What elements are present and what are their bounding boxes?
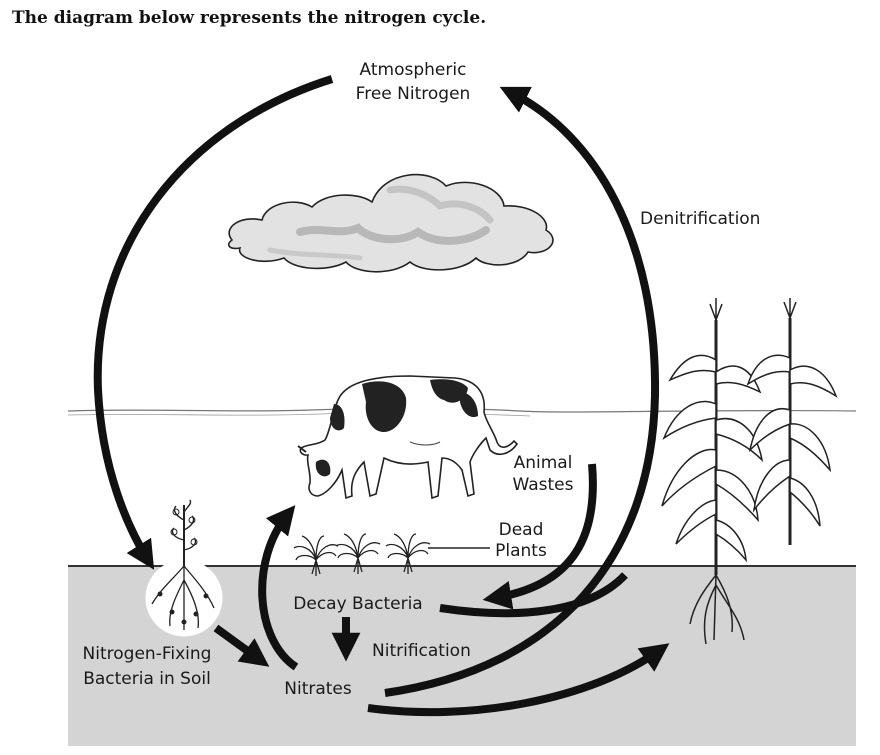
label-nitrates: Nitrates [284,679,352,699]
label-free-nitrogen: Free Nitrogen [356,84,471,104]
arrow-decay-to-denitrification-join [439,572,628,618]
page-heading: The diagram below represents the nitroge… [12,8,487,28]
arrow-denitrification [384,86,660,697]
corn-plants [661,298,838,645]
label-denitrification: Denitrification [640,209,760,229]
label-plants: Plants [495,541,547,561]
label-atmospheric: Atmospheric [360,60,467,80]
dead-plants [293,533,431,576]
arrow-nitrates-to-corn [367,643,670,717]
label-bacteria-in-soil: Bacteria in Soil [83,669,211,689]
label-animal: Animal [514,453,573,473]
label-dead: Dead [499,520,544,540]
arrow-animal-wastes-to-decay [482,463,597,610]
arrow-atmosphere-to-fixing-bacteria [93,75,334,570]
cloud [227,173,554,273]
arrow-nitrates-to-cow [258,505,299,671]
label-wastes: Wastes [513,475,574,495]
cow [297,375,519,500]
legume-plant [145,499,223,637]
arrow-fixing-to-nitrates [213,624,270,667]
label-nitrogen-fixing: Nitrogen-Fixing [83,644,212,664]
label-nitrification: Nitrification [372,641,471,661]
label-decay-bacteria: Decay Bacteria [293,594,422,614]
